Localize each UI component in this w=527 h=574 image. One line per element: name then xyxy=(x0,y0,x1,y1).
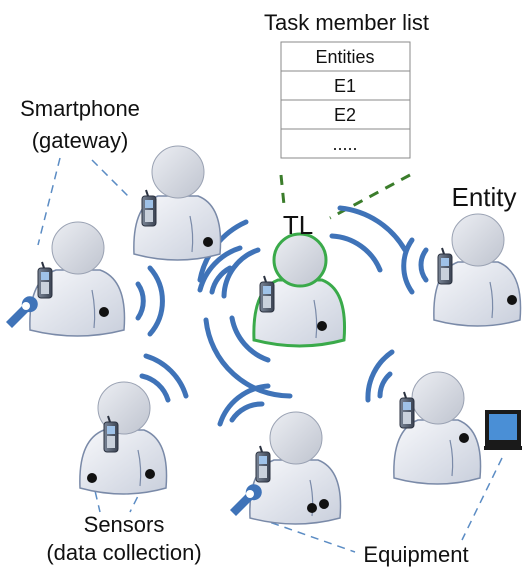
table-cell: ..... xyxy=(332,134,357,154)
table-title: Task member list xyxy=(264,10,429,35)
signal-wave-icon xyxy=(418,247,429,283)
table-callout-line-2 xyxy=(329,173,411,220)
table-cell: E2 xyxy=(334,105,356,125)
entity-label: Entity xyxy=(451,182,516,212)
sensor-dot-icon xyxy=(87,473,97,483)
person-equipment-right-icon xyxy=(393,371,482,485)
equipment-callout-line-2 xyxy=(461,457,503,541)
signal-wave-icon xyxy=(221,247,261,299)
signal-wave-icon xyxy=(135,281,146,321)
person-top-icon xyxy=(133,145,222,261)
signal-wave-icon xyxy=(147,265,165,337)
smartphone-callout-line-1 xyxy=(37,157,61,246)
signal-wave-icon xyxy=(229,315,271,363)
sensors-label: Sensors xyxy=(84,512,165,537)
tl-label: TL xyxy=(283,210,313,240)
smartphone-label: Smartphone xyxy=(20,96,140,121)
task-member-list: Task member list Entities E1 E2 ..... xyxy=(264,10,429,159)
signal-wave-icon xyxy=(377,371,393,399)
equipment-callout-line-1 xyxy=(257,517,356,553)
person-tl-icon xyxy=(252,232,347,348)
signal-wave-icon xyxy=(229,401,265,423)
signal-wave-icon xyxy=(329,233,383,273)
table-cell: Entities xyxy=(315,47,374,67)
signal-waves xyxy=(135,205,429,427)
signal-wave-icon xyxy=(365,349,395,403)
signal-wave-icon xyxy=(139,373,171,403)
sensor-dot-icon xyxy=(145,469,155,479)
equipment-label: Equipment xyxy=(363,542,468,567)
data-collection-label: (data collection) xyxy=(46,540,201,565)
table-cell: E1 xyxy=(334,76,356,96)
signal-wave-icon xyxy=(209,265,233,295)
signal-wave-icon xyxy=(217,383,271,427)
gateway-label: (gateway) xyxy=(32,128,129,153)
signal-wave-icon xyxy=(143,353,189,399)
smartphone-callout-line-2 xyxy=(91,159,129,197)
person-left-icon xyxy=(29,221,126,337)
monitor-icon xyxy=(484,410,522,450)
person-sensors-icon xyxy=(79,381,168,495)
table-body: Entities E1 E2 ..... xyxy=(280,41,411,159)
signal-wave-icon xyxy=(203,317,293,399)
signal-wave-icon xyxy=(337,205,408,253)
person-entity-icon xyxy=(433,213,522,327)
table-callout-line-1 xyxy=(279,174,286,206)
signal-wave-icon xyxy=(401,237,415,295)
signal-wave-icon xyxy=(197,245,243,293)
person-equipment-left-icon xyxy=(249,411,342,525)
